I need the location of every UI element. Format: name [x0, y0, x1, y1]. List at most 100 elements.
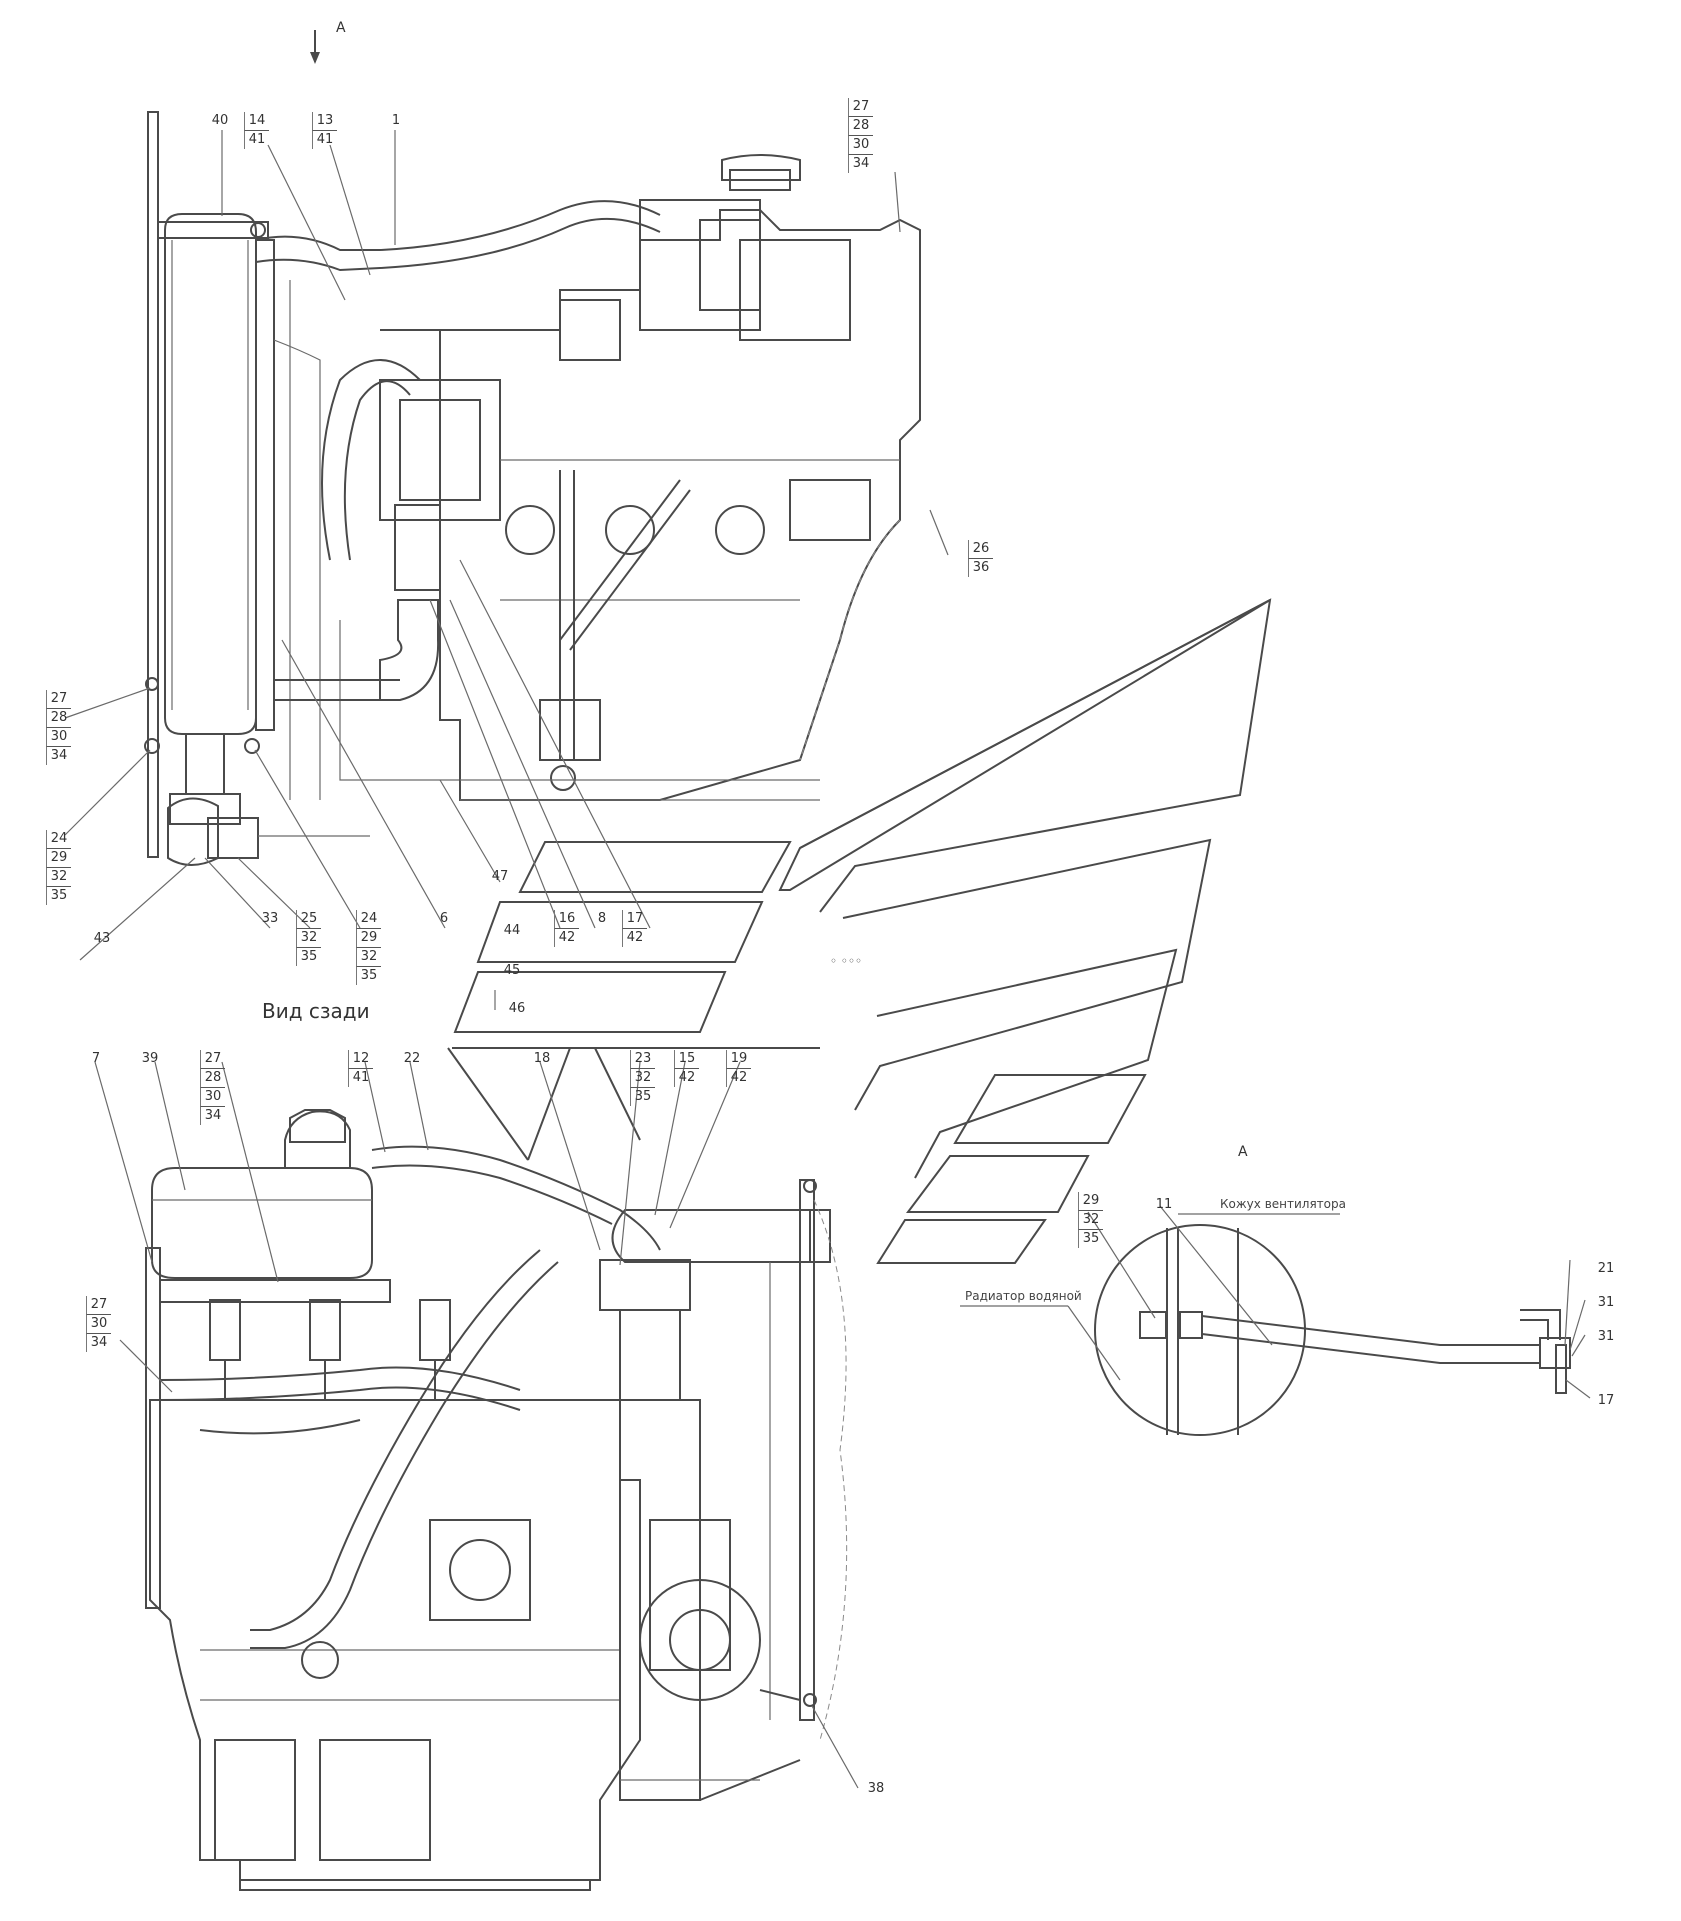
- callout-part-number: 32: [356, 948, 381, 967]
- callout-part-number: 32: [1078, 1211, 1103, 1230]
- rear-engine-view: [145, 1109, 848, 1891]
- callout-part-number: 28: [200, 1069, 225, 1088]
- detail-circle: [1094, 1224, 1306, 1436]
- callout-part-number: 16: [554, 910, 579, 929]
- callout-part-number: 27: [46, 690, 71, 709]
- callout-part-number: 17: [1597, 1393, 1615, 1408]
- callout-part-number: 12: [348, 1050, 373, 1069]
- callout-c21: 21: [1594, 1260, 1618, 1278]
- top-engine-view: [144, 111, 921, 866]
- callout-c18: 18: [530, 1050, 554, 1068]
- callout-c31b: 31: [1594, 1328, 1618, 1346]
- callout-c6: 6: [432, 910, 456, 928]
- section-title: Вид сзади: [262, 999, 370, 1023]
- detail-title: А: [1238, 1144, 1248, 1160]
- callout-part-number: 32: [296, 929, 321, 948]
- callout-part-number: 41: [348, 1069, 373, 1087]
- callout-part-number: 34: [86, 1334, 111, 1352]
- callout-c8: 8: [590, 910, 614, 928]
- callout-part-number: 43: [93, 931, 111, 946]
- callout-part-number: 42: [726, 1069, 751, 1087]
- callout-part-number: 24: [356, 910, 381, 929]
- callout-c11: 11: [1152, 1196, 1176, 1214]
- radiator-plate: [147, 111, 159, 858]
- callout-part-number: 34: [200, 1107, 225, 1125]
- callout-part-number: 1: [391, 113, 401, 128]
- note-radiator: Радиатор водяной: [965, 1289, 1082, 1303]
- callout-part-number: 21: [1597, 1261, 1615, 1276]
- callout-part-number: 30: [848, 136, 873, 155]
- callout-part-number: 30: [46, 728, 71, 747]
- callout-part-number: 28: [46, 709, 71, 728]
- callout-part-number: 34: [46, 747, 71, 765]
- callout-part-number: 27: [86, 1296, 111, 1315]
- callout-part-number: 32: [630, 1069, 655, 1088]
- callout-part-number: 29: [356, 929, 381, 948]
- callout-part-number: 26: [968, 540, 993, 559]
- callout-c33: 33: [258, 910, 282, 928]
- callout-part-number: 38: [867, 1781, 885, 1796]
- callout-c39: 39: [138, 1050, 162, 1068]
- callout-part-number: 19: [726, 1050, 751, 1069]
- callout-part-number: 35: [630, 1088, 655, 1106]
- callout-part-number: 42: [554, 929, 579, 947]
- callout-part-number: 28: [848, 117, 873, 136]
- callout-c47: 47: [488, 868, 512, 886]
- callout-part-number: 47: [491, 869, 509, 884]
- callout-part-number: 35: [46, 887, 71, 905]
- callout-c22: 22: [400, 1050, 424, 1068]
- note-casing: Кожух вентилятора: [1220, 1197, 1346, 1211]
- callout-part-number: 41: [244, 131, 269, 149]
- callout-part-number: 24: [46, 830, 71, 849]
- callout-part-number: 7: [91, 1051, 101, 1066]
- callout-part-number: 27: [200, 1050, 225, 1069]
- callout-c38: 38: [864, 1780, 888, 1798]
- callout-part-number: 42: [674, 1069, 699, 1087]
- callout-c45: 45: [500, 962, 524, 980]
- callout-part-number: 32: [46, 868, 71, 887]
- callout-part-number: 30: [86, 1315, 111, 1334]
- callout-part-number: 29: [46, 849, 71, 868]
- callout-part-number: 33: [261, 911, 279, 926]
- callout-part-number: 35: [356, 967, 381, 985]
- callout-c46: 46: [505, 1000, 529, 1018]
- detail-a: А Кожух вентилятора Радиатор водяной: [960, 1144, 1571, 1436]
- callout-c17b: 17: [1594, 1392, 1618, 1410]
- callout-part-number: 13: [312, 112, 337, 131]
- callout-c40: 40: [208, 112, 232, 130]
- callout-part-number: 44: [503, 923, 521, 938]
- callout-part-number: 15: [674, 1050, 699, 1069]
- callout-part-number: 6: [439, 911, 449, 926]
- callout-part-number: 31: [1597, 1295, 1615, 1310]
- callout-part-number: 34: [848, 155, 873, 173]
- callout-part-number: 8: [597, 911, 607, 926]
- callout-c1: 1: [384, 112, 408, 130]
- callout-c7: 7: [84, 1050, 108, 1068]
- callout-part-number: 25: [296, 910, 321, 929]
- callout-part-number: 31: [1597, 1329, 1615, 1344]
- callout-part-number: 14: [244, 112, 269, 131]
- svg-text:◦ ◦◦◦: ◦ ◦◦◦: [830, 954, 862, 968]
- callout-c44: 44: [500, 922, 524, 940]
- callout-part-number: 18: [533, 1051, 551, 1066]
- overlay-panels: ◦ ◦◦◦: [447, 598, 1272, 1264]
- callout-c43: 43: [90, 930, 114, 948]
- callout-part-number: 36: [968, 559, 993, 577]
